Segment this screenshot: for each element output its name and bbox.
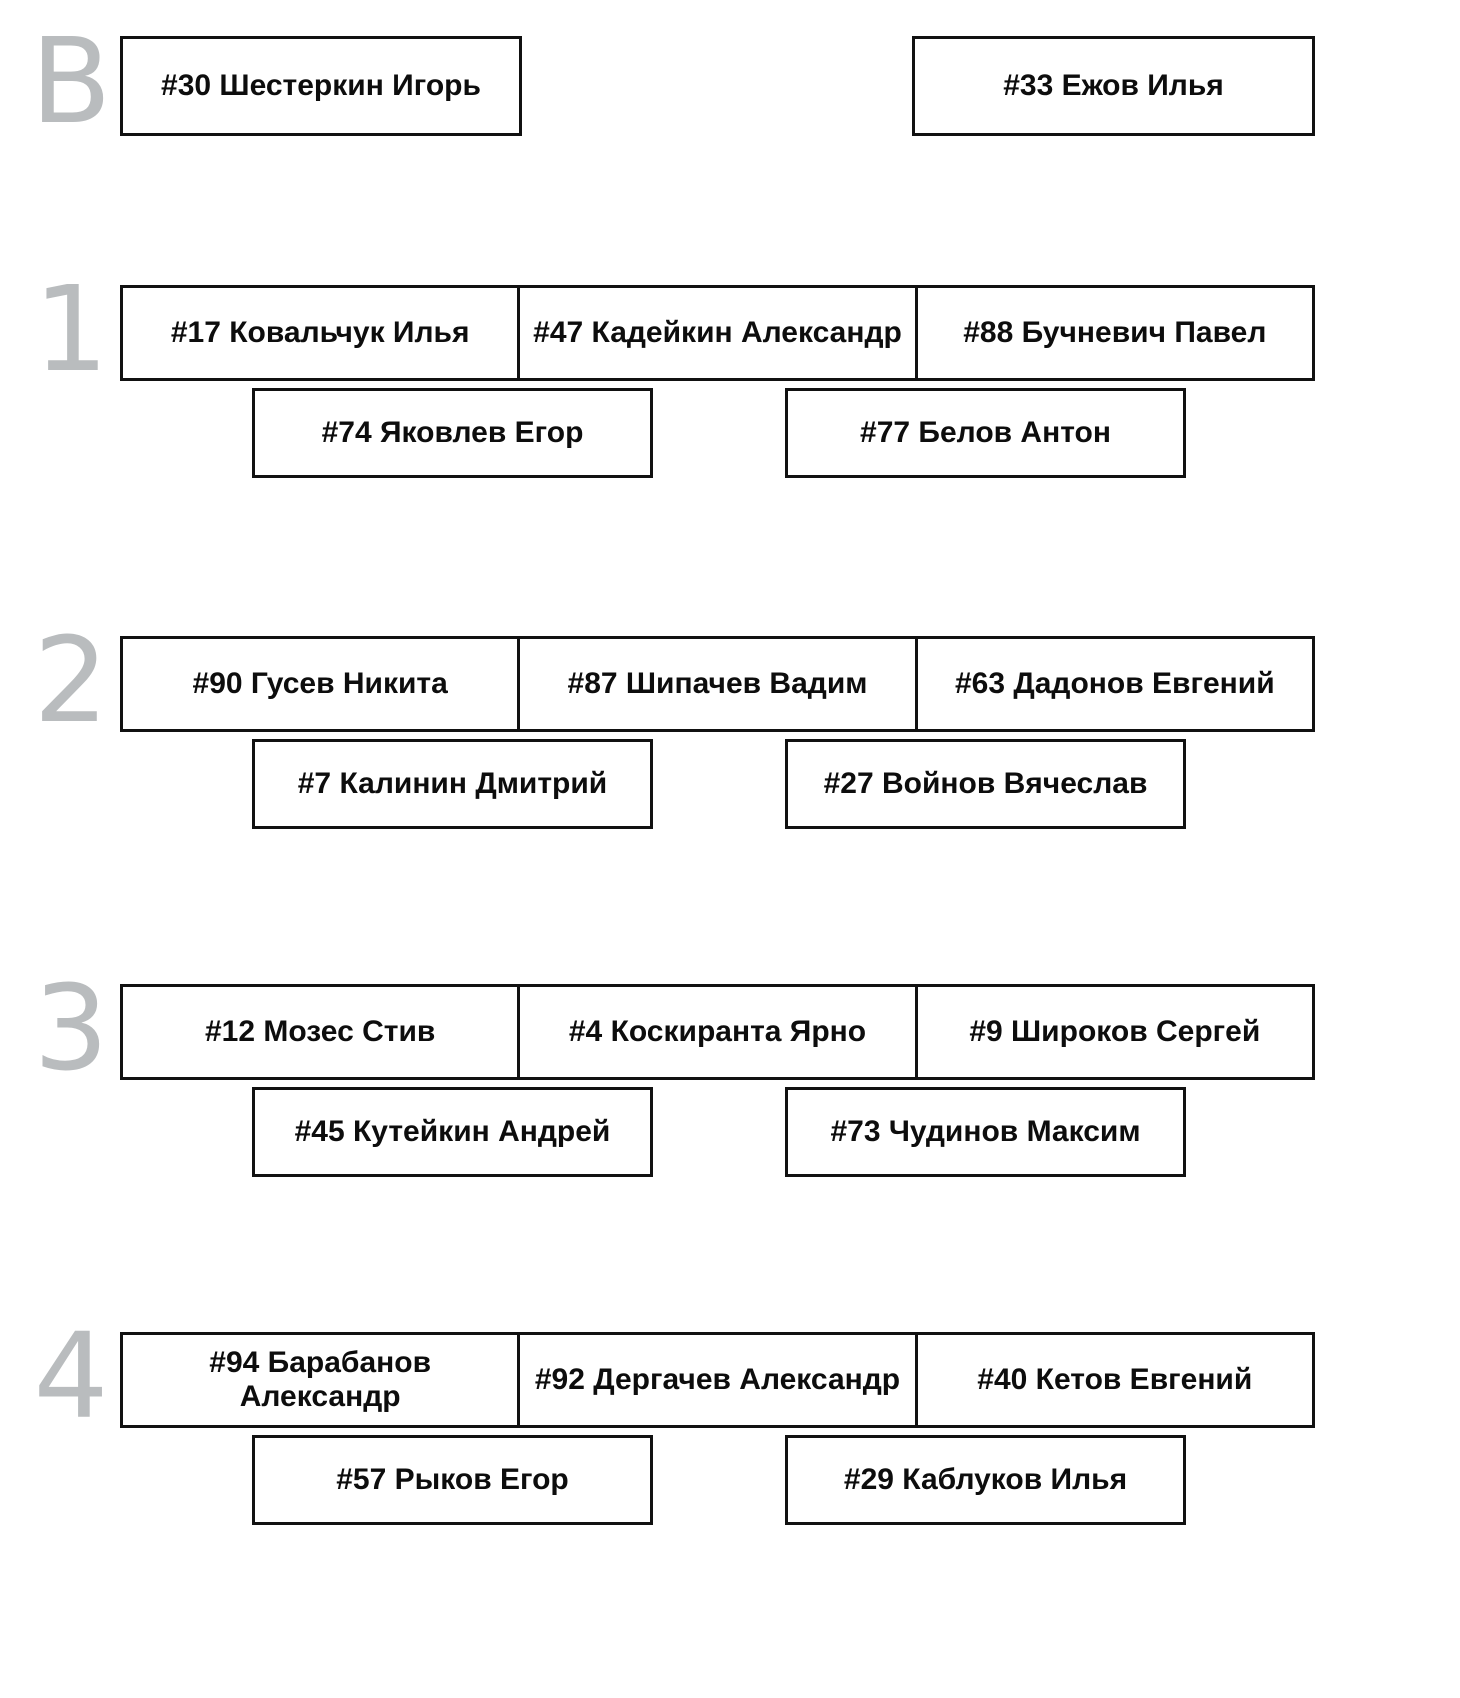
unit-label-goaltenders: B [30, 12, 112, 150]
forward-cell-c-line-2[interactable]: #87 Шипачев Вадим [520, 639, 918, 729]
goalie-box-2[interactable]: #33 Ежов Илья [912, 36, 1315, 136]
unit-label-line-1: 1 [33, 260, 108, 398]
forward-cell-rw-line-1[interactable]: #88 Бучневич Павел [963, 315, 1267, 349]
defense-box-ld-line-3[interactable]: #45 Кутейкин Андрей [252, 1087, 653, 1177]
defense-box-ld-line-2[interactable]: #7 Калинин Дмитрий [252, 739, 653, 829]
forward-cell-rw-line-3[interactable]: #9 Широков Сергей [969, 1014, 1261, 1048]
forward-cell-c-line-4[interactable]: #92 Дергачев Александр [520, 1335, 918, 1425]
forward-row-line-1: #17 Ковальчук Илья #47 Кадейкин Александ… [120, 285, 1315, 381]
forward-row-line-3: #12 Мозес Стив #4 Коскиранта Ярно #9 Шир… [120, 984, 1315, 1080]
unit-label-line-3: 3 [33, 959, 108, 1097]
forward-cell-c-line-1[interactable]: #47 Кадейкин Александр [520, 288, 918, 378]
goalie-box-1[interactable]: #30 Шестеркин Игорь [120, 36, 522, 136]
forward-row-line-4: #94 Барабанов Александр #92 Дергачев Але… [120, 1332, 1315, 1428]
forward-cell-lw-line-4[interactable]: #94 Барабанов Александр [123, 1335, 521, 1425]
forward-cell-c-line-3[interactable]: #4 Коскиранта Ярно [520, 987, 918, 1077]
forward-cell-lw-line-2[interactable]: #90 Гусев Никита [123, 639, 521, 729]
unit-label-line-4: 4 [33, 1307, 108, 1445]
defense-box-ld-line-4[interactable]: #57 Рыков Егор [252, 1435, 653, 1525]
unit-label-line-2: 2 [33, 611, 108, 749]
forward-cell-rw-line-4[interactable]: #40 Кетов Евгений [977, 1362, 1253, 1396]
forward-cell-lw-line-1[interactable]: #17 Ковальчук Илья [123, 288, 521, 378]
forward-cell-lw-line-3[interactable]: #12 Мозес Стив [123, 987, 521, 1077]
defense-box-rd-line-4[interactable]: #29 Каблуков Илья [785, 1435, 1186, 1525]
defense-box-ld-line-1[interactable]: #74 Яковлев Егор [252, 388, 653, 478]
defense-box-rd-line-2[interactable]: #27 Войнов Вячеслав [785, 739, 1186, 829]
forward-row-line-2: #90 Гусев Никита #87 Шипачев Вадим #63 Д… [120, 636, 1315, 732]
forward-cell-rw-line-2[interactable]: #63 Дадонов Евгений [954, 666, 1275, 700]
defense-box-rd-line-3[interactable]: #73 Чудинов Максим [785, 1087, 1186, 1177]
defense-box-rd-line-1[interactable]: #77 Белов Антон [785, 388, 1186, 478]
